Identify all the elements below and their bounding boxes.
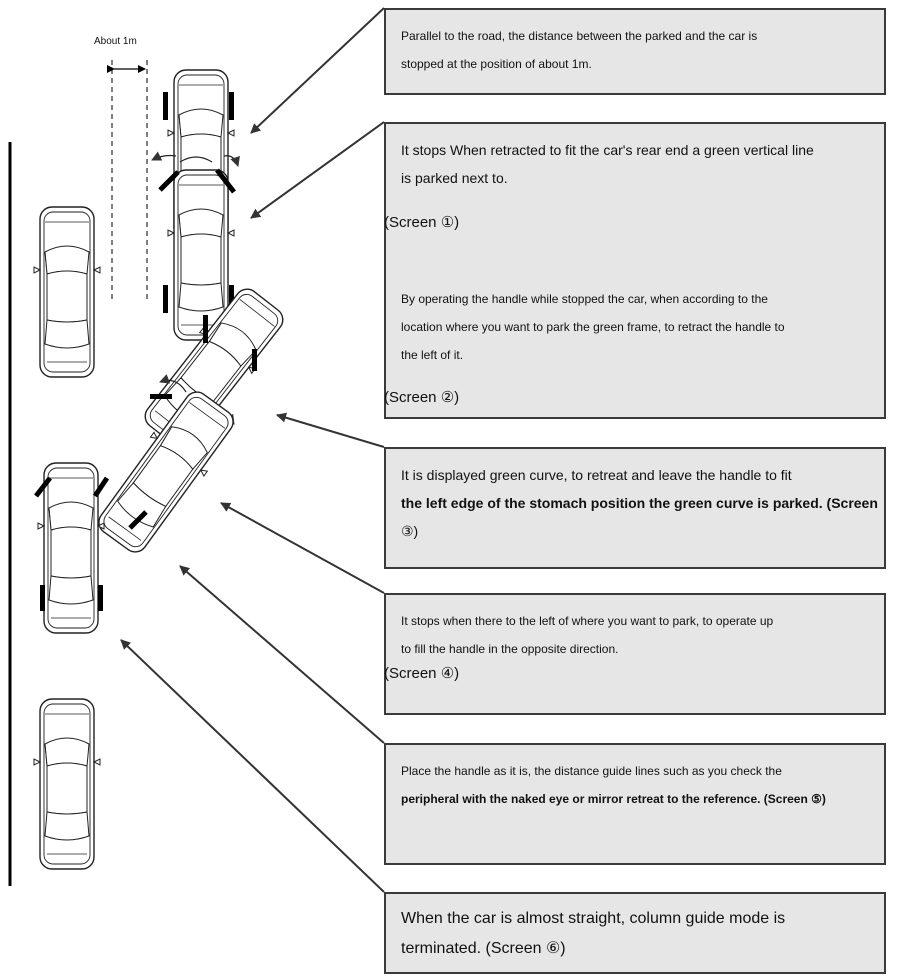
screen-1-label: (Screen ①): [384, 214, 460, 231]
step-3-line-1: It is displayed green curve, to retreat …: [401, 467, 792, 483]
callout-connectors: [120, 7, 385, 893]
step-2b-line-3: the left of it.: [401, 348, 464, 362]
step-1-box: Parallel to the road, the distance betwe…: [384, 8, 886, 95]
step-6-line-2: terminated. (Screen ⑥): [401, 940, 566, 957]
step-4-box: It stops when there to the left of where…: [384, 593, 886, 715]
step-5-box: Place the handle as it is, the distance …: [384, 743, 886, 865]
step-3-box: It is displayed green curve, to retreat …: [384, 447, 886, 569]
step-2-line-1: It stops When retracted to fit the car's…: [401, 142, 814, 158]
guide-marks-1: [163, 92, 234, 120]
screen-4-label: (Screen ④): [384, 665, 460, 682]
step-6-line-1: When the car is almost straight, column …: [401, 910, 786, 927]
car-position-5: [37, 462, 105, 634]
step-1-line-2: stopped at the position of about 1m.: [401, 57, 592, 71]
steering-arrows-1: [151, 151, 240, 167]
guide-marks-2: [158, 168, 236, 313]
parked-car-rear: [33, 698, 101, 870]
step-3-line-3: ③): [401, 523, 419, 539]
step-5-line-2: peripheral with the naked eye or mirror …: [401, 792, 826, 806]
step-4-line-1: It stops when there to the left of where…: [401, 614, 774, 628]
guide-marks-5: [34, 476, 110, 611]
step-5-line-1: Place the handle as it is, the distance …: [401, 764, 782, 778]
step-1-line-1: Parallel to the road, the distance betwe…: [401, 29, 758, 43]
step-6-box: When the car is almost straight, column …: [384, 892, 886, 974]
guide-marks-4: [128, 510, 148, 530]
screen-2-label: (Screen ②): [384, 389, 460, 406]
step-2b-line-2: location where you want to park the gree…: [401, 320, 785, 334]
step-4-line-2: to fill the handle in the opposite direc…: [401, 642, 619, 656]
step-2-box: It stops When retracted to fit the car's…: [384, 122, 886, 419]
step-2-line-2: is parked next to.: [401, 170, 508, 186]
parked-car-front: [33, 206, 101, 378]
step-3-line-2: the left edge of the stomach position th…: [401, 495, 878, 511]
step-2b-line-1: By operating the handle while stopped th…: [401, 292, 768, 306]
distance-label: About 1m: [94, 36, 137, 47]
